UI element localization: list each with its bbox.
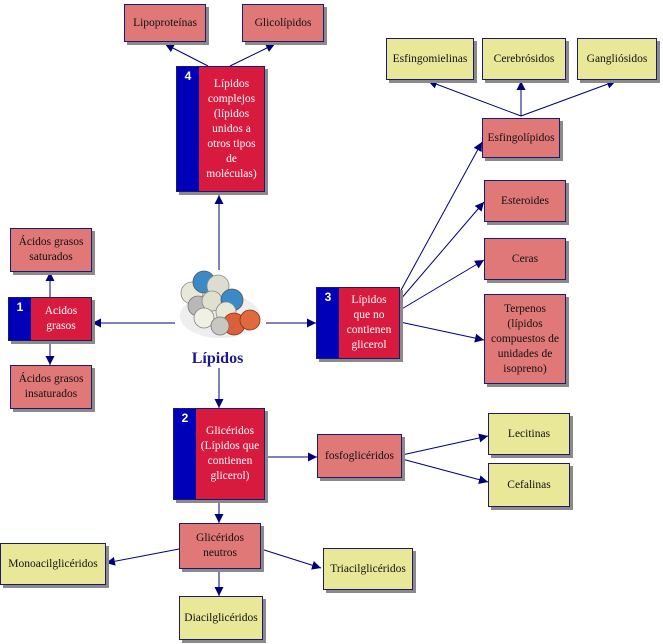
- main-node-no-glicerol: 3 Lípidos que no contienen glicerol: [316, 287, 400, 359]
- node-label: Glicéridos (Lípidos que contienen glicer…: [200, 425, 260, 482]
- arrow-noglicerol-to-ceras: [399, 259, 485, 311]
- node-triacilgliceridos: Triacilglicéridos: [323, 548, 413, 590]
- center-title: Lípidos: [191, 350, 244, 367]
- arrow-fosfogliceridos-to-cefalinas: [401, 458, 489, 485]
- main-node-gliceridos: 2 Glicéridos (Lípidos que contienen glic…: [173, 408, 265, 500]
- arrow-complejos-to-glicolipidos: [229, 43, 276, 67]
- node-number: 2: [181, 411, 189, 425]
- node-gangliosidos: Gangliósidos: [577, 38, 657, 80]
- node-label: Acidos grasos: [44, 305, 78, 332]
- node-number: 3: [324, 290, 332, 304]
- arrow-esfingolipidos-to-gangliosidos: [520, 79, 617, 117]
- arrow-esfingolipidos-to-esfingomielinas: [427, 79, 522, 117]
- main-node-acidos-grasos: 1 Acidos grasos: [8, 297, 92, 341]
- node-number: 1: [16, 300, 24, 314]
- node-ceras: Ceras: [484, 238, 566, 280]
- node-label: Lípidos que no contienen glicerol: [346, 294, 392, 351]
- number-bar: [174, 409, 196, 499]
- node-esfingolipidos: Esfingolípidos: [482, 118, 560, 158]
- node-lecitinas: Lecitinas: [488, 413, 570, 455]
- lipid-molecule-icon: [180, 270, 261, 338]
- node-glicolipidos: Glicolípidos: [242, 4, 324, 42]
- number-bar: [317, 288, 339, 358]
- arrow-noglicerol-to-terpenos: [399, 321, 485, 343]
- arrow-noglicerol-to-esfingolipidos: [399, 141, 483, 293]
- node-acidos-saturados: Ácidos grasos saturados: [10, 228, 92, 272]
- node-lipoproteinas: Lipoproteínas: [124, 4, 206, 42]
- node-terpenos: Terpenos (lípidos compuestos de unidades…: [484, 294, 566, 384]
- arrow-complejos-to-lipoproteinas: [164, 43, 209, 67]
- node-number: 4: [184, 69, 192, 83]
- node-cerebrosidos: Cerebrósidos: [482, 38, 566, 80]
- node-diacilgliceridos: Diacilglicéridos: [179, 596, 263, 640]
- node-cefalinas: Cefalinas: [488, 463, 570, 507]
- node-esfingomielinas: Esfingomielinas: [386, 38, 474, 80]
- node-monoacilgliceridos: Monoacilglicéridos: [0, 543, 106, 585]
- number-bar: [177, 67, 199, 191]
- arrow-neutros-to-triacil: [260, 548, 322, 570]
- main-node-complejos: 4 Lípidos complejos (lípidos unidos a ot…: [176, 66, 265, 192]
- arrow-fosfogliceridos-to-lecitinas: [401, 433, 489, 456]
- node-esteroides: Esteroides: [484, 180, 566, 222]
- arrow-noglicerol-to-esteroides: [399, 201, 485, 301]
- arrow-neutros-to-monoacil: [105, 548, 180, 566]
- node-label: Lípidos complejos (lípidos unidos a otro…: [206, 77, 257, 180]
- node-fosfogliceridos: fosfoglicéridos: [317, 434, 402, 478]
- number-bar: [9, 298, 31, 340]
- node-gliceridos-neutros: Glicéridos neutros: [179, 523, 261, 569]
- node-acidos-insaturados: Ácidos grasos insaturados: [10, 365, 92, 409]
